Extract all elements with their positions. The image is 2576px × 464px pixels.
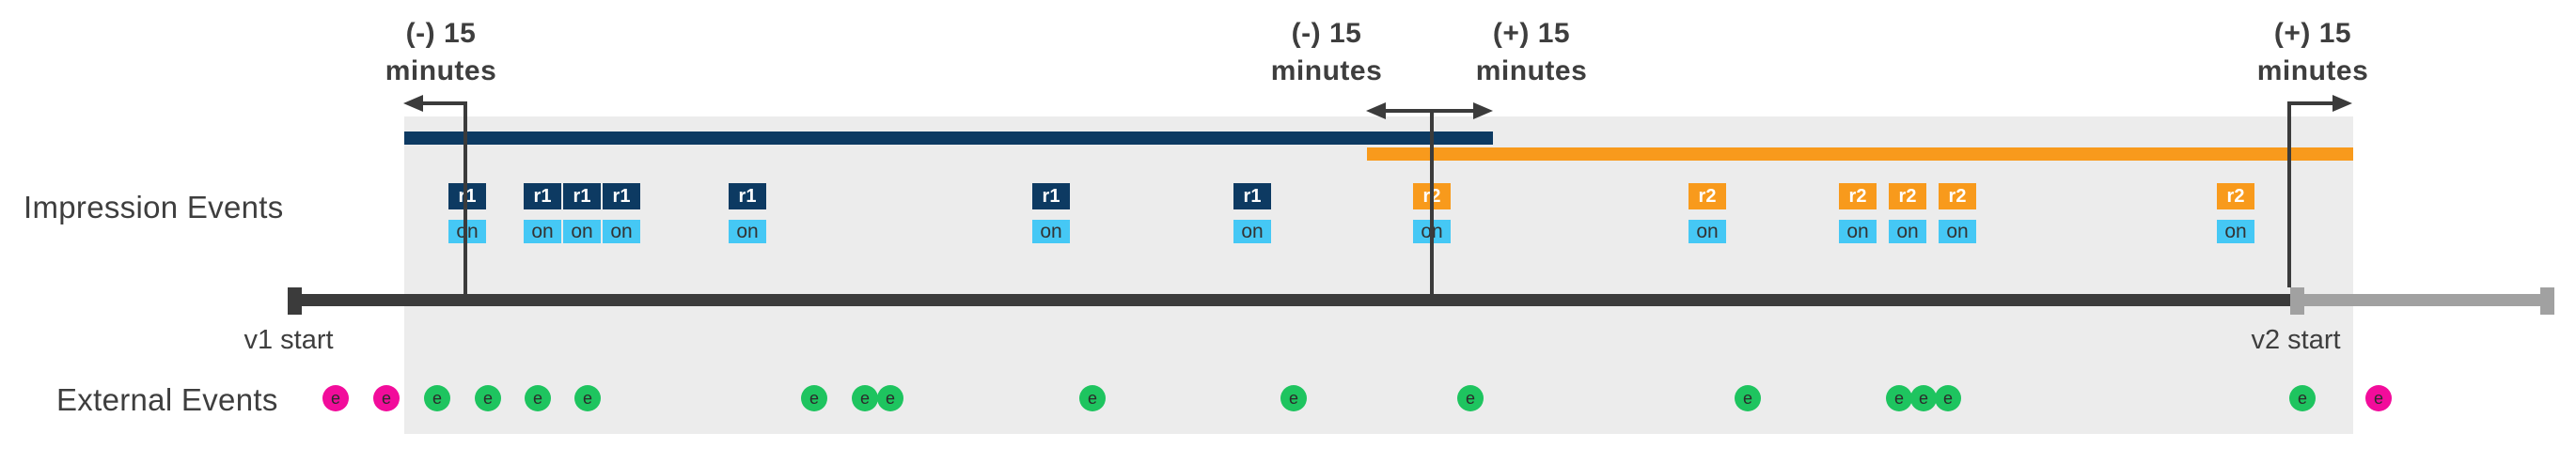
timeline-v2-segment [2302, 294, 2543, 306]
impression-event-r1: r1 on [603, 183, 640, 243]
r2-badge: r2 [1889, 183, 1926, 209]
on-badge: on [1889, 220, 1926, 243]
r1-badge: r1 [563, 183, 601, 209]
external-event-pink: e [373, 385, 400, 411]
external-event-green: e [1280, 385, 1307, 411]
arrowhead-left-icon [403, 95, 423, 112]
guide-line-v2-window-start [1430, 109, 1434, 294]
external-event-green: e [525, 385, 551, 411]
guide-line-v2-start [2287, 101, 2291, 287]
on-badge: on [1939, 220, 1976, 243]
v2-start-marker [2290, 287, 2304, 315]
external-event-green: e [1457, 385, 1484, 411]
v1-start-marker [288, 287, 302, 315]
external-event-pink: e [322, 385, 349, 411]
timeline-v1-segment [294, 294, 2291, 306]
r1-badge: r1 [1233, 183, 1271, 209]
external-event-green: e [1886, 385, 1912, 411]
external-event-green: e [852, 385, 878, 411]
impression-event-r1: r1 on [1032, 183, 1070, 243]
impression-events-label: Impression Events [24, 190, 284, 224]
external-event-green: e [877, 385, 903, 411]
on-badge: on [1689, 220, 1726, 243]
v1-start-label: v1 start [243, 325, 334, 355]
external-event-green: e [424, 385, 450, 411]
impression-event-r1: r1 on [448, 183, 486, 243]
on-badge: on [603, 220, 640, 243]
impression-event-r1: r1 on [729, 183, 766, 243]
impression-event-r1: r1 on [563, 183, 601, 243]
arrowhead-right-icon [1473, 102, 1493, 119]
impression-event-r2: r2 on [1889, 183, 1926, 243]
external-event-green: e [1935, 385, 1961, 411]
timeline-end-cap [2540, 287, 2554, 315]
v1-window-bar [404, 131, 1493, 145]
on-badge: on [1233, 220, 1271, 243]
impression-event-r1: r1 on [1233, 183, 1271, 243]
arrowhead-right-icon [2333, 95, 2352, 112]
r2-badge: r2 [1839, 183, 1877, 209]
guide-line-v1-window-start [463, 101, 467, 294]
r1-badge: r1 [448, 183, 486, 209]
external-event-green: e [574, 385, 601, 411]
v2-start-label: v2 start [2251, 325, 2341, 355]
on-badge: on [2217, 220, 2254, 243]
external-event-green: e [1735, 385, 1761, 411]
impression-event-r2: r2 on [1939, 183, 1976, 243]
external-event-green: e [1910, 385, 1937, 411]
impression-event-r2: r2 on [1839, 183, 1877, 243]
on-badge: on [1032, 220, 1070, 243]
on-badge: on [1839, 220, 1877, 243]
impression-event-r2: r2 on [2217, 183, 2254, 243]
r2-badge: r2 [1939, 183, 1976, 209]
highlight-panel [404, 116, 2353, 434]
external-event-green: e [801, 385, 827, 411]
external-event-green: e [475, 385, 501, 411]
external-events-label: External Events [56, 382, 278, 417]
r2-badge: r2 [1689, 183, 1726, 209]
r1-badge: r1 [729, 183, 766, 209]
on-badge: on [729, 220, 766, 243]
arrowhead-left-icon [1366, 102, 1386, 119]
on-badge: on [563, 220, 601, 243]
plusminus15-arrow-line [1382, 109, 1476, 113]
external-event-green: e [1079, 385, 1106, 411]
on-badge: on [448, 220, 486, 243]
on-badge: on [524, 220, 561, 243]
v2-window-bar [1367, 147, 2353, 161]
r1-badge: r1 [1032, 183, 1070, 209]
r2-badge: r2 [2217, 183, 2254, 209]
impression-event-r1: r1 on [524, 183, 561, 243]
external-event-green: e [2289, 385, 2316, 411]
r1-badge: r1 [603, 183, 640, 209]
plus15-arrow-line [2289, 101, 2334, 105]
minus15-arrow-line [422, 101, 467, 105]
r1-badge: r1 [524, 183, 561, 209]
impression-event-r2: r2 on [1689, 183, 1726, 243]
external-event-pink: e [2365, 385, 2392, 411]
